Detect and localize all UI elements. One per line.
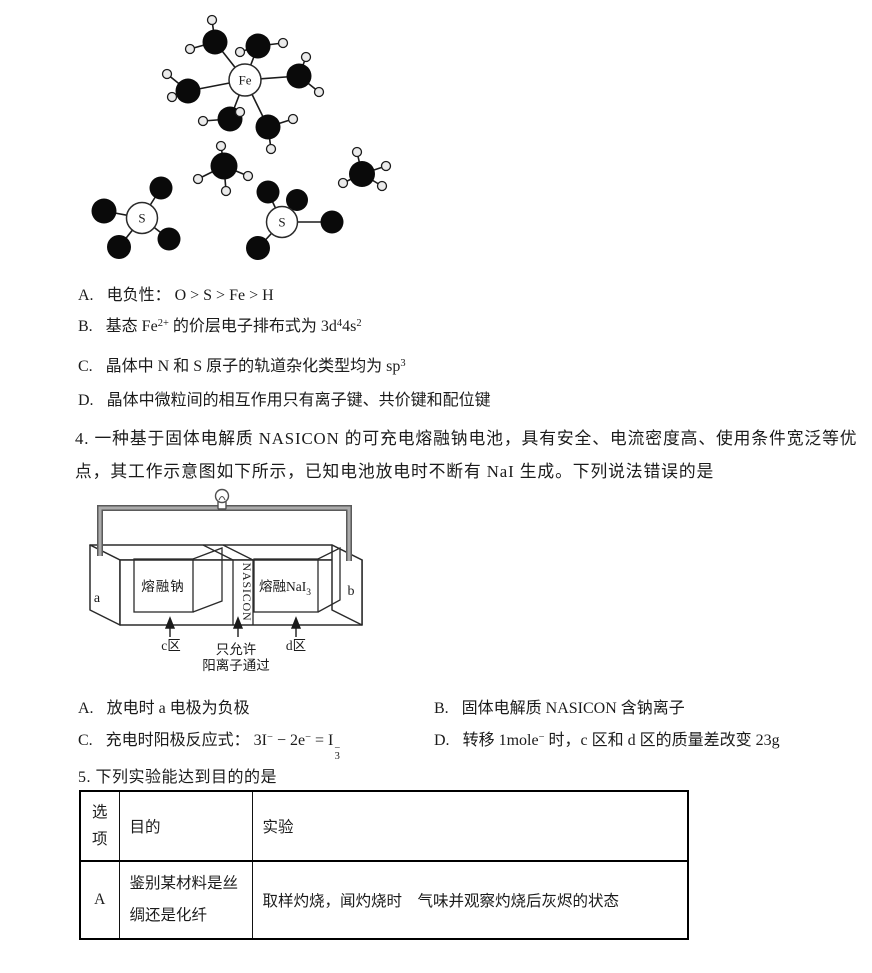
atom-hydrogen	[242, 170, 254, 182]
option-text: 基态 Fe2+ 的价层电子排布式为 3d44s2	[105, 318, 362, 335]
atom-label: S	[138, 211, 145, 226]
q4-option-row-c: C. 充电时阳极反应式： 3I− − 2e− = I−3	[78, 726, 340, 762]
sodium-compartment	[133, 558, 194, 613]
atom-hydrogen	[161, 68, 173, 80]
atom-dark	[149, 176, 173, 200]
atom-dark	[210, 152, 238, 180]
atom-dark	[256, 180, 280, 204]
atom-labeled	[125, 201, 159, 235]
atom-dark	[157, 227, 181, 251]
atom-hydrogen	[313, 86, 325, 98]
atom-hydrogen	[192, 173, 204, 185]
atom-dark	[349, 161, 375, 187]
atom-hydrogen	[197, 115, 209, 127]
option-text: 固体电解质 NASICON 含钠离子	[461, 700, 685, 717]
atom-dark	[107, 235, 131, 259]
cell-option: A	[79, 860, 120, 940]
atom-dark	[255, 114, 281, 140]
cell-purpose: 鉴别某材料是丝绸还是化纤	[118, 860, 253, 940]
atom-hydrogen	[206, 14, 218, 26]
experiment-table: 选项 目的 实验 A 鉴别某材料是丝绸还是化纤 取样灼烧，闻灼烧时 气味并观察灼…	[79, 790, 689, 940]
atom-dark	[286, 63, 312, 89]
atom-label: S	[278, 215, 285, 230]
bulb-icon	[214, 488, 230, 510]
option-label: D.	[78, 392, 94, 409]
question4-stem-line2: 点，其工作示意图如下所示，已知电池放电时不断有 NaI 生成。下列说法错误的是	[75, 462, 715, 481]
option-text: 充电时阳极反应式： 3I− − 2e− = I−3	[105, 732, 341, 763]
atom-dark	[245, 33, 271, 59]
molten-nai3-label: 熔融NaI3	[259, 579, 311, 598]
atom-hydrogen	[166, 91, 178, 103]
option-row-d: D. 晶体中微粒间的相互作用只有离子键、共价键和配位键	[78, 386, 491, 410]
battery-diagram: a b 熔融钠 NASICON 熔融NaI3 c区 d区 只允许 阳离子通过	[89, 488, 363, 673]
option-row-c: C. 晶体中 N 和 S 原子的轨道杂化类型均为 sp3	[78, 352, 406, 376]
atom-dark	[320, 210, 344, 234]
header-experiment: 实验	[251, 790, 689, 862]
option-text: 放电时 a 电极为负极	[106, 700, 250, 717]
atom-dark	[91, 198, 117, 224]
electrode-b-label: b	[348, 584, 355, 599]
question4-stem-line1: 4. 一种基于固体电解质 NASICON 的可充电熔融钠电池，具有安全、电流密度…	[75, 429, 858, 448]
electrode-a-face	[89, 544, 121, 626]
q4-option-row-d: D. 转移 1mole− 时，c 区和 d 区的质量差改变 23g	[434, 726, 780, 750]
atom-hydrogen	[265, 143, 277, 155]
membrane-note-line2: 阳离子通过	[202, 657, 270, 673]
atom-hydrogen	[351, 146, 363, 158]
atom-labeled	[228, 63, 262, 97]
atom-hydrogen	[220, 185, 232, 197]
atom-dark	[286, 189, 308, 211]
atom-hydrogen	[287, 113, 299, 125]
zone-d-label: d区	[286, 638, 306, 653]
atom-hydrogen	[234, 46, 246, 58]
electrode-a-label: a	[94, 591, 101, 606]
option-label: B.	[78, 318, 93, 335]
option-label: C.	[78, 732, 93, 749]
option-text: 晶体中微粒间的相互作用只有离子键、共价键和配位键	[106, 392, 491, 409]
molten-sodium-label: 熔融钠	[141, 579, 185, 594]
atom-dark	[202, 29, 228, 55]
atom-hydrogen	[277, 37, 289, 49]
option-text: 晶体中 N 和 S 原子的轨道杂化类型均为 sp3	[105, 358, 406, 375]
q4-option-row-b: B. 固体电解质 NASICON 含钠离子	[434, 694, 685, 718]
table-row: A 鉴别某材料是丝绸还是化纤 取样灼烧，闻灼烧时 气味并观察灼烧后灰烬的状态	[79, 860, 689, 940]
option-label: A.	[78, 700, 94, 717]
option-row-b: B. 基态 Fe2+ 的价层电子排布式为 3d44s2	[78, 312, 362, 336]
nasicon-membrane-label: NASICON	[240, 563, 254, 622]
zone-c-label: c区	[161, 638, 181, 653]
option-text: 电负性： O > S > Fe > H	[106, 287, 274, 304]
option-label: A.	[78, 287, 94, 304]
header-option: 选项	[79, 790, 120, 862]
table-header-row: 选项 目的 实验	[79, 790, 689, 862]
nai3-compartment	[253, 558, 319, 613]
option-text: 转移 1mole− 时，c 区和 d 区的质量差改变 23g	[462, 732, 780, 749]
atom-hydrogen	[300, 51, 312, 63]
nai3-compartment-3d	[317, 546, 341, 613]
header-purpose: 目的	[118, 790, 253, 862]
option-label: D.	[434, 732, 450, 749]
atom-hydrogen	[215, 140, 227, 152]
atom-label: Fe	[239, 73, 252, 88]
sodium-compartment-3d	[192, 544, 254, 613]
atom-hydrogen	[376, 180, 388, 192]
question5-heading: 5. 下列实验能达到目的的是	[78, 769, 278, 786]
atom-hydrogen	[234, 106, 246, 118]
option-label: B.	[434, 700, 449, 717]
question4-stem: 4. 一种基于固体电解质 NASICON 的可充电熔融钠电池，具有安全、电流密度…	[75, 422, 857, 488]
atom-dark	[175, 78, 201, 104]
membrane-note-line1: 只允许	[216, 642, 257, 657]
atom-hydrogen	[380, 160, 392, 172]
option-label: C.	[78, 358, 93, 375]
box-front-face	[119, 559, 363, 626]
q4-option-row-a: A. 放电时 a 电极为负极	[78, 694, 250, 718]
molecule-structure-diagram: FeS S	[91, 14, 392, 260]
atom-labeled	[265, 205, 299, 239]
cell-experiment: 取样灼烧，闻灼烧时 气味并观察灼烧后灰烬的状态	[251, 860, 689, 940]
atom-hydrogen	[184, 43, 196, 55]
option-row-a: A. 电负性： O > S > Fe > H	[78, 281, 274, 305]
atom-dark	[246, 236, 270, 260]
atom-hydrogen	[337, 177, 349, 189]
